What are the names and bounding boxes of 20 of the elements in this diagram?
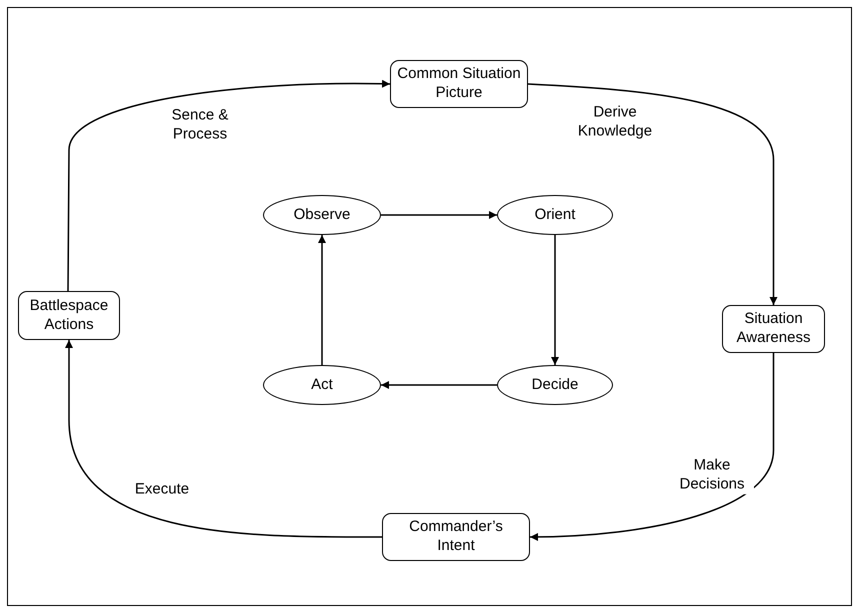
arrow — [528, 83, 778, 305]
process-box — [722, 305, 825, 353]
arrow — [67, 80, 390, 291]
node-label: Commander’s Intent — [408, 518, 504, 556]
arrow — [318, 235, 326, 365]
node-label: Act — [311, 376, 333, 394]
arrow — [551, 235, 559, 365]
arrow — [381, 381, 497, 389]
node-label: Battlespace Actions — [28, 296, 110, 334]
process-box — [390, 60, 528, 108]
node-label: Observe — [294, 206, 350, 224]
node-label: Common Situation Picture — [397, 65, 521, 103]
node-label: Orient — [534, 206, 576, 224]
arrow — [381, 211, 497, 219]
arrow — [530, 353, 774, 541]
node-label: Situation Awareness — [736, 310, 812, 348]
arrow — [65, 340, 382, 538]
node-label: Decide — [532, 376, 578, 394]
process-box — [18, 291, 120, 340]
process-box — [382, 513, 530, 561]
